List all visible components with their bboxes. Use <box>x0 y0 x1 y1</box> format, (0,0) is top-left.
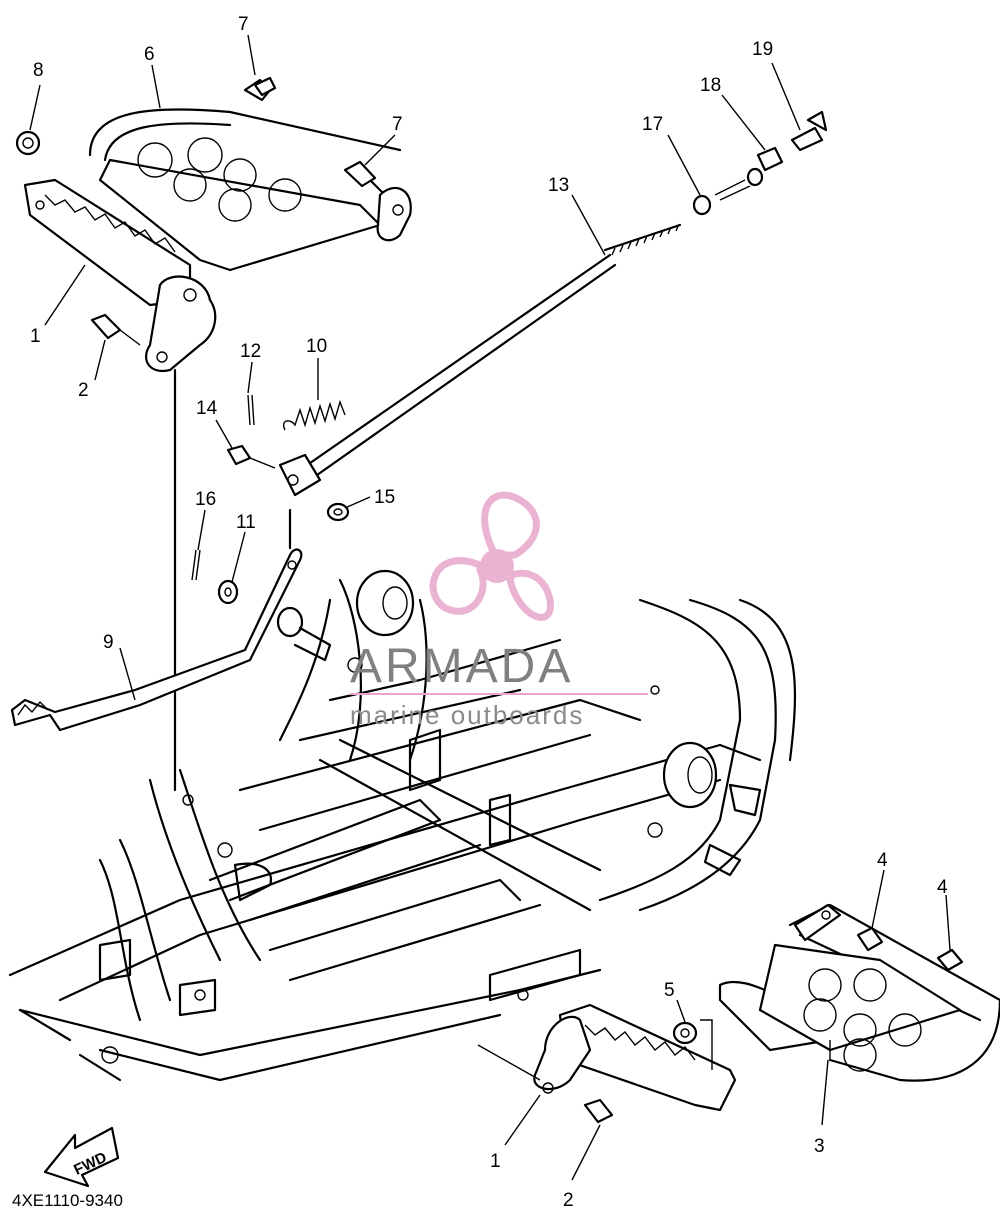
bolt-4-left-icon <box>856 926 884 952</box>
callout-3: 3 <box>814 1136 825 1157</box>
callout-7-top: 7 <box>238 14 249 35</box>
brake-pedal-9 <box>10 508 332 732</box>
footrest-right <box>533 903 1000 1112</box>
callout-14: 14 <box>196 398 218 419</box>
armada-watermark: ARMADA marine outboards <box>350 491 648 730</box>
propeller-icon <box>429 491 554 621</box>
wing-nut-19-icon <box>790 110 828 152</box>
bolt-2-right-icon <box>583 1098 614 1124</box>
nut-8-icon <box>15 130 41 156</box>
washer-11-icon <box>217 579 239 605</box>
bolt-7-top-icon <box>243 76 277 102</box>
callout-18: 18 <box>700 75 721 96</box>
callout-16: 16 <box>195 489 216 510</box>
washer-15-icon <box>326 502 350 522</box>
bolt-2-left-icon <box>90 313 141 346</box>
callout-19: 19 <box>752 39 773 60</box>
callout-12: 12 <box>240 341 261 362</box>
pin-14-icon <box>226 444 276 469</box>
callout-1-top: 1 <box>30 326 41 347</box>
fwd-arrow-icon: FWD <box>43 1126 120 1188</box>
bolt-4-right-icon <box>936 948 964 972</box>
cotter-pin-16-icon <box>191 549 201 581</box>
callout-2-top: 2 <box>78 380 89 401</box>
brake-rod-13 <box>278 223 682 497</box>
callout-6: 6 <box>144 44 155 65</box>
watermark-tagline: marine outboards <box>350 700 584 730</box>
frame-drawing <box>8 569 797 1082</box>
callout-5: 5 <box>664 980 675 1001</box>
callout-17: 17 <box>642 114 663 135</box>
callout-4-left: 4 <box>877 850 888 871</box>
cotter-pin-12-icon <box>247 394 255 426</box>
callout-labels: 8 7 6 7 19 18 17 13 1 2 12 10 14 15 16 1… <box>30 14 948 1211</box>
callout-1-bottom: 1 <box>490 1151 501 1172</box>
footrest-left <box>23 108 412 792</box>
bolt-7-right-icon <box>343 160 377 188</box>
leader-lines <box>29 34 951 1181</box>
callout-8: 8 <box>33 60 44 81</box>
part-code: 4XE1110-9340 <box>12 1191 123 1210</box>
callout-15: 15 <box>374 487 395 508</box>
callout-9: 9 <box>103 632 114 653</box>
callout-7-right: 7 <box>392 114 403 135</box>
callout-2-bottom: 2 <box>563 1190 574 1211</box>
callout-10: 10 <box>306 336 327 357</box>
spring-17-icon <box>692 167 764 216</box>
callout-4-right: 4 <box>937 877 948 898</box>
callout-11: 11 <box>236 512 256 533</box>
watermark-brand: ARMADA <box>350 640 573 693</box>
nut-18-icon <box>756 146 784 172</box>
spring-10-icon <box>283 399 346 431</box>
nut-5-icon <box>672 1021 698 1045</box>
callout-13: 13 <box>548 175 569 196</box>
